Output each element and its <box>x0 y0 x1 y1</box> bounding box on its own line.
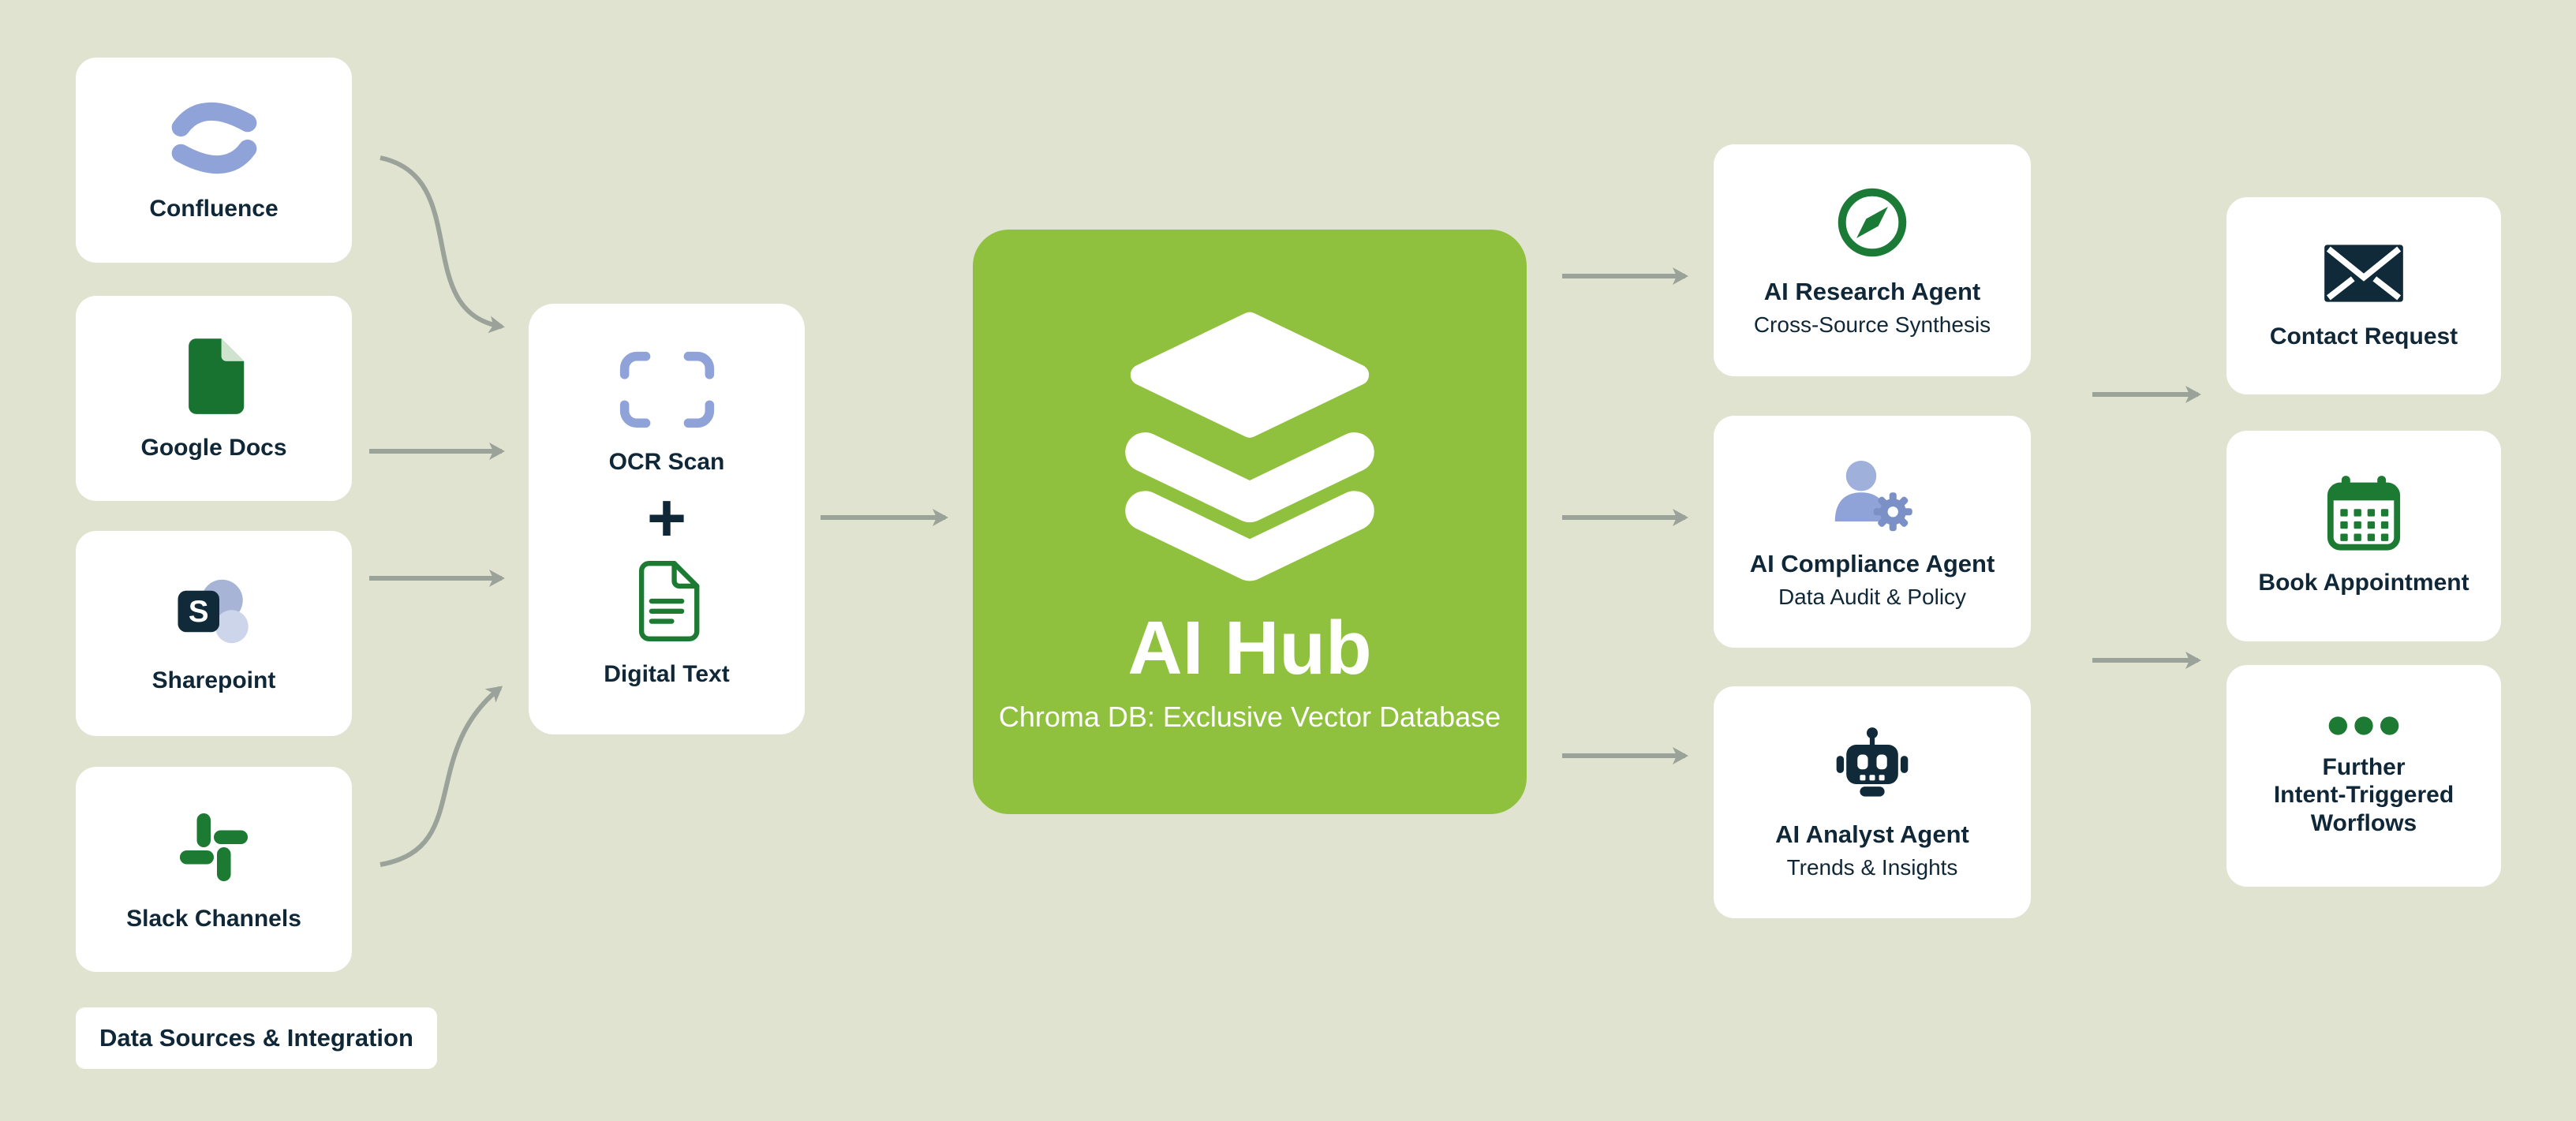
source-label: Google Docs <box>140 434 287 461</box>
arrow-slack-to-ocr <box>379 686 503 867</box>
hub-subtitle: Chroma DB: Exclusive Vector Database <box>998 701 1501 733</box>
confluence-icon <box>165 99 264 181</box>
arrow-confluence-to-ocr <box>379 155 505 334</box>
slack-icon <box>174 807 254 891</box>
sharepoint-icon: S <box>170 574 258 653</box>
source-card-slack: Slack Channels <box>76 767 352 972</box>
output-card-further-workflows: Further Intent-Triggered Worflows <box>2226 665 2501 887</box>
output-card-contact-request: Contact Request <box>2226 197 2501 394</box>
layers-icon <box>1116 310 1384 590</box>
output-label: Book Appointment <box>2258 569 2469 596</box>
digital-text-icon <box>631 561 702 645</box>
svg-text:S: S <box>189 595 209 629</box>
source-label: Sharepoint <box>151 667 276 693</box>
user-gear-icon <box>1828 454 1916 537</box>
google-docs-icon <box>178 336 250 420</box>
output-label: Contact Request <box>2269 323 2458 350</box>
digital-label: Digital Text <box>604 661 730 688</box>
agent-card-compliance: AI Compliance Agent Data Audit & Policy <box>1714 416 2031 648</box>
ocr-frame-icon <box>618 350 716 433</box>
agent-card-analyst: AI Analyst Agent Trends & Insights <box>1714 686 2031 918</box>
ellipsis-icon <box>2320 715 2407 741</box>
agent-subtitle: Data Audit & Policy <box>1778 584 1967 609</box>
robot-icon <box>1833 725 1912 808</box>
compass-icon <box>1834 184 1911 265</box>
source-label: Slack Channels <box>126 905 301 932</box>
ai-hub-card: AI Hub Chroma DB: Exclusive Vector Datab… <box>973 230 1527 814</box>
ocr-label: OCR Scan <box>608 448 725 475</box>
agent-title: AI Compliance Agent <box>1749 549 1995 577</box>
agent-subtitle: Trends & Insights <box>1786 854 1958 880</box>
agent-subtitle: Cross-Source Synthesis <box>1753 312 1991 337</box>
source-card-google-docs: Google Docs <box>76 296 352 501</box>
processing-card: OCR Scan + Digital Text <box>529 304 805 734</box>
source-label: Confluence <box>149 195 279 222</box>
plus-icon: + <box>646 480 687 556</box>
source-card-sharepoint: S Sharepoint <box>76 531 352 736</box>
calendar-icon <box>2324 475 2403 556</box>
agent-title: AI Analyst Agent <box>1775 820 1969 848</box>
envelope-icon <box>2320 241 2407 310</box>
agent-title: AI Research Agent <box>1763 277 1981 305</box>
caption-label: Data Sources & Integration <box>76 1007 437 1069</box>
hub-title: AI Hub <box>1127 606 1372 690</box>
agent-card-research: AI Research Agent Cross-Source Synthesis <box>1714 144 2031 376</box>
output-label: Further Intent-Triggered Worflows <box>2273 753 2454 836</box>
output-card-book-appointment: Book Appointment <box>2226 431 2501 641</box>
source-card-confluence: Confluence <box>76 58 352 263</box>
